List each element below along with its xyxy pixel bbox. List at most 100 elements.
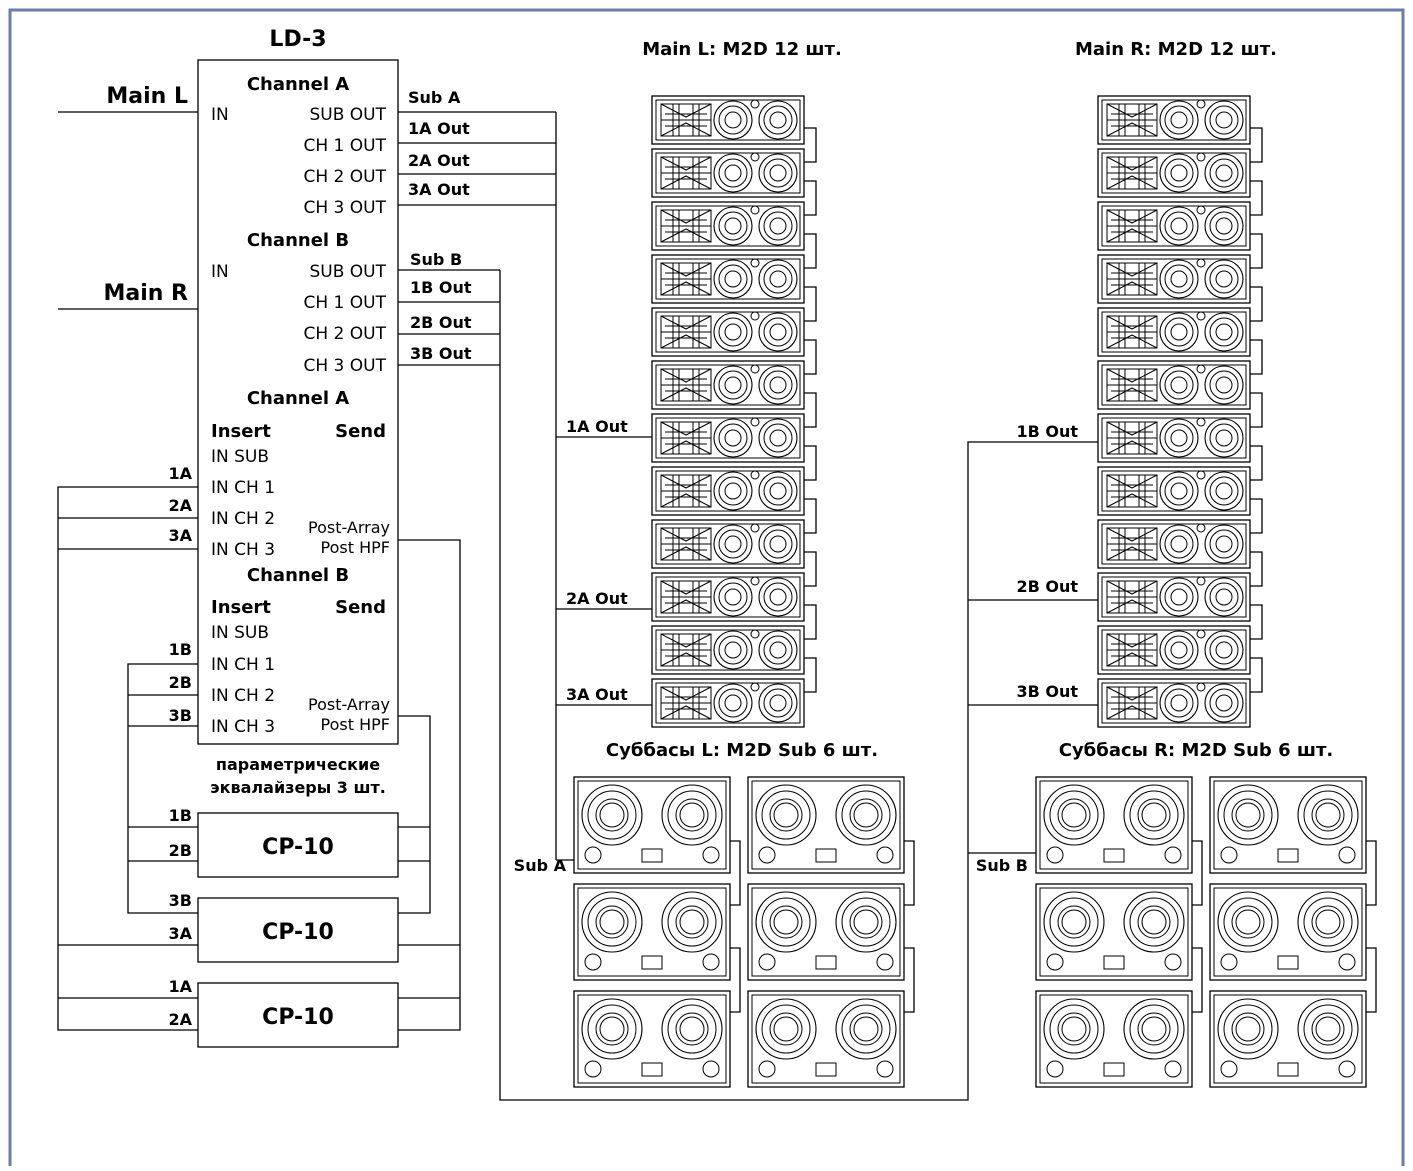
array-l-tap-1a: 1A Out — [566, 417, 628, 436]
main-r-cabinet-6 — [1097, 360, 1251, 410]
subs-r-title: Суббасы R: M2D Sub 6 шт. — [1059, 740, 1334, 761]
input-main-l: Main L — [106, 84, 188, 109]
main-l-cabinet-2 — [651, 148, 805, 198]
subs-l-sub-link — [730, 840, 741, 906]
ld3-b-ch1-out: CH 1 OUT — [304, 293, 387, 313]
ld3-unit — [197, 59, 399, 745]
subs-l-sub-link — [730, 947, 741, 1013]
eq-caption-line1: параметрические — [216, 755, 380, 774]
subs-r-sub-link — [1366, 840, 1377, 906]
subs-r-sub-4 — [1209, 883, 1367, 981]
cp10-unit-2-in2: 3A — [168, 924, 192, 943]
subs-r-sub-1 — [1035, 776, 1193, 874]
main-l-link-4 — [804, 286, 817, 322]
subs-r-sub-link — [1192, 947, 1203, 1013]
insert-label-2a: 2A — [168, 496, 192, 515]
main-r-link-1 — [1250, 127, 1263, 163]
subs-l-sub-1 — [573, 776, 731, 874]
main-l-link-2 — [804, 180, 817, 216]
ld3-b-in-ch1: IN CH 1 — [211, 655, 275, 675]
main-l-cabinet-6 — [651, 360, 805, 410]
main-l-cabinet-12 — [651, 678, 805, 728]
ld3-in-b: IN — [211, 262, 229, 282]
ld3-b-ch2-out: CH 2 OUT — [304, 324, 387, 344]
main-l-link-9 — [804, 551, 817, 587]
subs-l-sub-4 — [747, 883, 905, 981]
cp10-unit-2-name: CP-10 — [262, 920, 334, 945]
channel-a-output-wiring — [398, 111, 652, 861]
main-l-cabinet-7 — [651, 413, 805, 463]
subs-r-sub-link — [1366, 947, 1377, 1013]
ld3-b-ch3-out: CH 3 OUT — [304, 356, 387, 376]
ld3-a-sub-out: SUB OUT — [309, 105, 386, 125]
ld3-a-ch2-out: CH 2 OUT — [304, 167, 387, 187]
main-r-line-array — [1097, 95, 1263, 728]
main-r-cabinet-10 — [1097, 572, 1251, 622]
out-label-3a: 3A Out — [408, 180, 470, 199]
input-main-r: Main R — [103, 281, 188, 306]
ld3-insert-channel-b-header: Channel B — [247, 565, 349, 586]
main-r-cabinet-1 — [1097, 95, 1251, 145]
main-l-array-title: Main L: M2D 12 шт. — [642, 39, 842, 60]
cp10-unit-3-in1: 1A — [168, 977, 192, 996]
out-label-1b: 1B Out — [410, 278, 472, 297]
array-l-tap-3a: 3A Out — [566, 685, 628, 704]
ld3-send-b-label: Send — [335, 597, 386, 618]
out-label-2b: 2B Out — [410, 313, 472, 332]
ld3-insert-b-label: Insert — [211, 597, 271, 618]
main-r-link-11 — [1250, 657, 1263, 693]
out-label-sub-a: Sub A — [408, 88, 461, 107]
subs-l-sub-link — [904, 840, 915, 906]
cp10-unit-1: CP-10 1B 2B — [169, 806, 399, 878]
insert-label-1a: 1A — [168, 464, 192, 483]
ld3-in-a: IN — [211, 105, 229, 125]
main-l-link-10 — [804, 604, 817, 640]
ld3-channel-a-header: Channel A — [247, 74, 349, 95]
main-r-link-10 — [1250, 604, 1263, 640]
main-r-cabinet-9 — [1097, 519, 1251, 569]
ld3-b-in-ch2: IN CH 2 — [211, 686, 275, 706]
cp10-unit-3: CP-10 1A 2A — [168, 977, 399, 1048]
main-l-link-6 — [804, 392, 817, 428]
main-r-link-3 — [1250, 233, 1263, 269]
main-l-cabinet-9 — [651, 519, 805, 569]
subs-r-sub-2 — [1209, 776, 1367, 874]
subs-r-stack — [1035, 776, 1377, 1088]
main-r-link-6 — [1250, 392, 1263, 428]
main-r-cabinet-2 — [1097, 148, 1251, 198]
main-r-link-9 — [1250, 551, 1263, 587]
insert-b-wiring — [127, 663, 431, 914]
ld3-a-in-ch2: IN CH 2 — [211, 509, 275, 529]
ld3-send-a-label: Send — [335, 421, 386, 442]
ld3-a-ch3-out: CH 3 OUT — [304, 198, 387, 218]
main-l-cabinet-4 — [651, 254, 805, 304]
subs-r-sub-link — [1192, 840, 1203, 906]
ld3-b-in-sub: IN SUB — [211, 623, 269, 643]
ld3-a-post-hpf: Post HPF — [321, 538, 390, 557]
array-l-tap-2a: 2A Out — [566, 589, 628, 608]
main-l-link-8 — [804, 498, 817, 534]
subs-r-input-label: Sub B — [976, 856, 1028, 875]
subs-r-sub-6 — [1209, 990, 1367, 1088]
out-label-sub-b: Sub B — [410, 250, 462, 269]
subs-l-title: Суббасы L: M2D Sub 6 шт. — [606, 740, 878, 761]
ld3-b-in-ch3: IN CH 3 — [211, 717, 275, 737]
main-r-cabinet-11 — [1097, 625, 1251, 675]
main-r-cabinet-3 — [1097, 201, 1251, 251]
main-r-array-title: Main R: M2D 12 шт. — [1075, 39, 1277, 60]
ld3-a-in-ch3: IN CH 3 — [211, 540, 275, 560]
ld3-b-post-array: Post-Array — [308, 695, 390, 714]
main-r-link-7 — [1250, 445, 1263, 481]
subs-l-sub-3 — [573, 883, 731, 981]
subs-r-sub-5 — [1035, 990, 1193, 1088]
main-l-cabinet-1 — [651, 95, 805, 145]
eq-caption-line2: эквалайзеры 3 шт. — [210, 778, 386, 797]
main-l-link-1 — [804, 127, 817, 163]
insert-label-2b: 2B — [169, 673, 192, 692]
ld3-a-ch1-out: CH 1 OUT — [304, 136, 387, 156]
insert-a-wiring — [57, 486, 461, 1031]
cp10-unit-2-in1: 3B — [169, 891, 192, 910]
ld3-a-in-sub: IN SUB — [211, 447, 269, 467]
